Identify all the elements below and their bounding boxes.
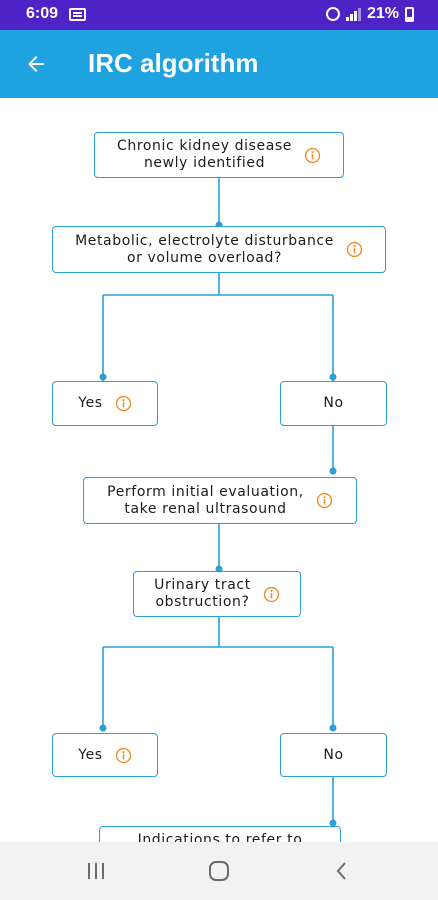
node-indications-refer[interactable]: Indications to refer to (99, 826, 341, 842)
node-label: Perform initial evaluation, take renal u… (107, 483, 304, 517)
battery-icon (405, 6, 414, 22)
recents-button[interactable] (66, 856, 126, 886)
status-bar: 6:09 21% (0, 0, 438, 30)
info-icon[interactable] (346, 241, 363, 258)
app-bar: IRC algorithm (0, 30, 438, 98)
info-icon[interactable] (263, 586, 280, 603)
node-label: Urinary tract obstruction? (154, 577, 251, 610)
node-initial-evaluation[interactable]: Perform initial evaluation, take renal u… (83, 477, 357, 524)
info-icon[interactable] (115, 395, 132, 412)
flowchart[interactable]: Chronic kidney disease newly identified … (0, 98, 438, 842)
node-yes-2[interactable]: Yes (52, 733, 158, 777)
gallery-icon (69, 8, 86, 21)
home-icon (209, 861, 229, 881)
node-label: Yes (78, 395, 103, 411)
node-label: Indications to refer to (137, 832, 303, 842)
page-title: IRC algorithm (88, 48, 259, 78)
node-urinary-obstruction[interactable]: Urinary tract obstruction? (133, 571, 301, 617)
info-icon[interactable] (115, 747, 132, 764)
node-ckd-identified[interactable]: Chronic kidney disease newly identified (94, 132, 344, 178)
nav-back-icon (336, 862, 346, 880)
node-no-2[interactable]: No (280, 733, 387, 777)
signal-icon (345, 7, 361, 21)
back-arrow-icon (28, 56, 44, 72)
status-indicators: 21% (325, 5, 414, 23)
battery-percent: 21% (366, 5, 399, 22)
alarm-icon (325, 7, 340, 21)
home-button[interactable] (189, 856, 249, 886)
node-label: Metabolic, electrolyte disturbance or vo… (75, 232, 334, 266)
system-nav-bar (0, 842, 438, 900)
back-button[interactable] (16, 44, 56, 84)
node-label: No (323, 746, 344, 763)
node-label: Yes (78, 746, 103, 763)
node-metabolic-disturbance[interactable]: Metabolic, electrolyte disturbance or vo… (52, 226, 386, 273)
nav-back-button[interactable] (312, 856, 372, 886)
status-time: 6:09 (26, 5, 59, 22)
info-icon[interactable] (316, 492, 333, 509)
node-yes-1[interactable]: Yes (52, 381, 158, 426)
recents-icon (88, 863, 104, 879)
node-label: Chronic kidney disease newly identified (116, 138, 293, 171)
flow-connectors (99, 178, 337, 827)
node-label: No (323, 395, 344, 411)
node-no-1[interactable]: No (280, 381, 387, 426)
info-icon[interactable] (304, 147, 321, 164)
